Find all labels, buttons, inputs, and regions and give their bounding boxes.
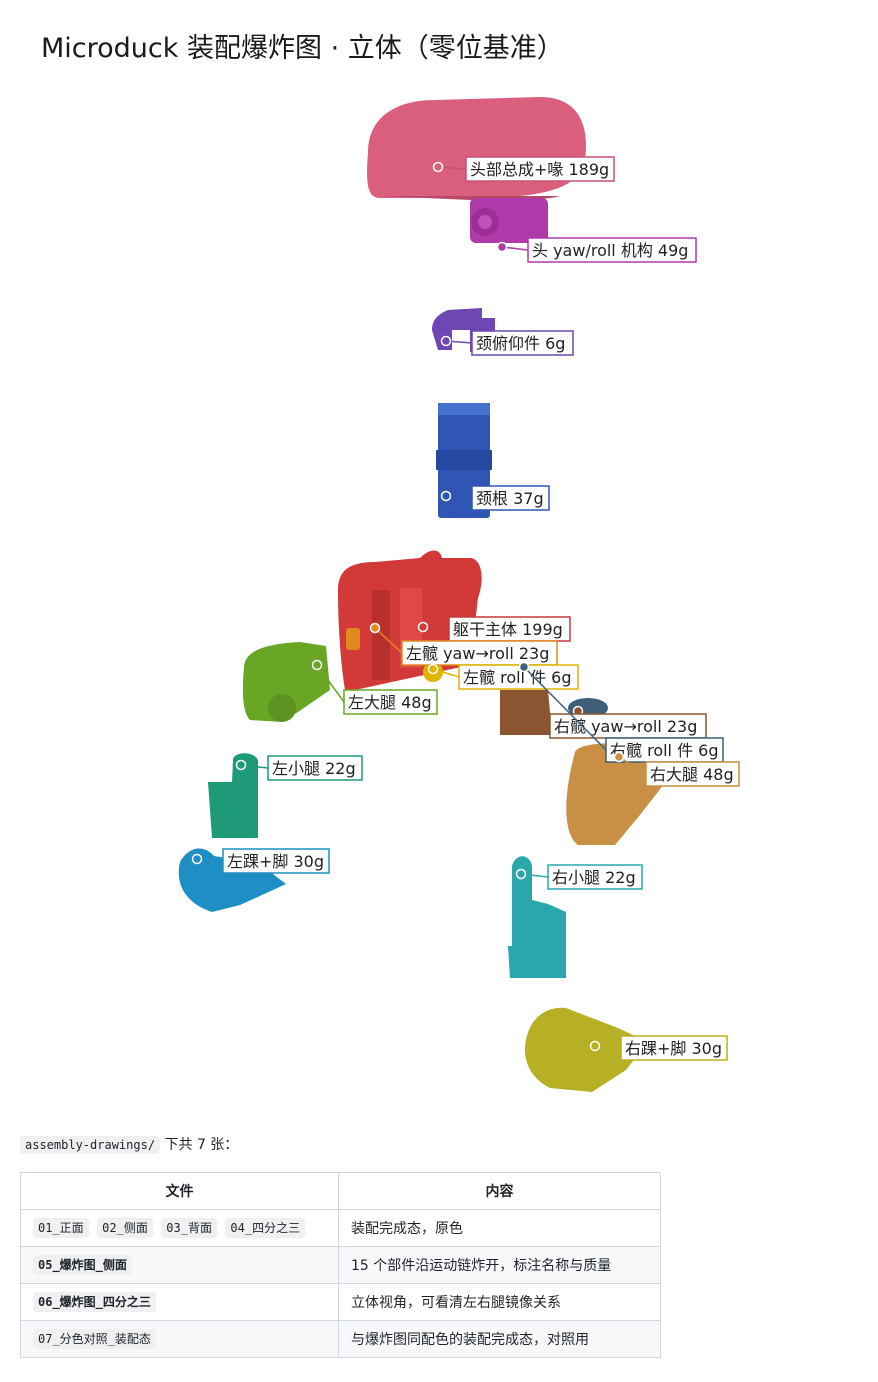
anchor-dot	[311, 659, 323, 671]
leader-line	[316, 664, 345, 703]
anchor-dot	[589, 1040, 601, 1052]
label-box	[222, 848, 330, 874]
leader-line	[523, 666, 607, 751]
part-annotation: 左大腿 48g	[311, 659, 438, 715]
table-cell-content: 与爆炸图同配色的装配完成态，对照用	[338, 1320, 661, 1358]
part-label: 右大腿 48g	[650, 765, 734, 784]
file-code: 05_爆炸图_侧面	[33, 1255, 132, 1275]
label-box	[549, 713, 707, 739]
label-box	[471, 485, 550, 511]
file-code: 02_侧面	[97, 1218, 153, 1238]
part-annotation: 躯干主体 199g	[417, 616, 571, 642]
anchor-dot	[427, 663, 439, 675]
part-annotation: 左髋 roll 件 6g	[427, 663, 579, 690]
label-box	[465, 156, 615, 182]
anchor-dot	[440, 490, 452, 502]
part-label: 颈俯仰件 6g	[476, 334, 565, 353]
anchor-dot	[235, 759, 247, 771]
part-shape-left-thigh	[242, 642, 330, 722]
table-cell-content: 15 个部件沿运动链炸开，标注名称与质量	[338, 1246, 661, 1284]
part-annotation: 右大腿 48g	[613, 751, 740, 787]
intro-text: 下共 7 张：	[164, 1137, 239, 1153]
part-annotation: 颈俯仰件 6g	[440, 330, 574, 356]
table-cell-content: 立体视角，可看清左右腿镜像关系	[338, 1283, 661, 1321]
leader-line	[618, 756, 647, 775]
part-annotation: 右踝+脚 30g	[589, 1035, 728, 1061]
page-title: Microduck 装配爆炸图 · 立体（零位基准）	[41, 33, 564, 64]
label-box	[527, 237, 697, 263]
part-annotation: 左踝+脚 30g	[191, 848, 330, 874]
part-label: 右小腿 22g	[552, 868, 636, 887]
file-code: 07_分色对照_装配态	[33, 1329, 156, 1349]
anchor-dot	[613, 751, 625, 763]
anchor-dot	[515, 868, 527, 880]
part-shape-left-hip-yaw	[346, 628, 360, 650]
label-box	[458, 664, 579, 690]
part-shape-right-foot	[525, 1007, 648, 1092]
anchor-dot	[518, 661, 530, 673]
folder-code: assembly-drawings/	[20, 1136, 161, 1154]
part-label: 颈根 37g	[476, 489, 544, 508]
table-cell-files: 06_爆炸图_四分之三	[20, 1283, 339, 1321]
part-label: 左髋 roll 件 6g	[463, 668, 572, 687]
file-code: 06_爆炸图_四分之三	[33, 1292, 156, 1312]
table-header-row: 文件 内容	[20, 1172, 661, 1210]
exploded-assembly-figure: 头部总成+喙 189g 头 yaw/roll 机构 49g 颈俯仰件 6g 颈根 37…	[178, 97, 740, 1092]
part-annotation: 右髋 roll 件 6g	[518, 661, 724, 763]
table-header-files: 文件	[20, 1172, 339, 1210]
part-label: 头部总成+喙 189g	[470, 160, 609, 179]
label-box	[547, 864, 643, 890]
table-row: 06_爆炸图_四分之三 立体视角，可看清左右腿镜像关系	[20, 1283, 661, 1321]
table-row: 07_分色对照_装配态 与爆炸图同配色的装配完成态，对照用	[20, 1320, 661, 1358]
part-annotation: 左髋 yaw→roll 23g	[369, 622, 558, 666]
table-cell-content: 装配完成态，原色	[338, 1209, 661, 1247]
label-box	[471, 330, 574, 356]
anchor-dot	[417, 621, 429, 633]
label-box	[343, 689, 438, 715]
table-header-content: 内容	[338, 1172, 661, 1210]
part-label: 左髋 yaw→roll 23g	[406, 644, 549, 663]
part-label: 左小腿 22g	[272, 759, 356, 778]
table-row: 01_正面 02_侧面 03_背面 04_四分之三 装配完成态，原色	[20, 1209, 661, 1247]
part-annotation: 头部总成+喙 189g	[432, 156, 615, 182]
table-row: 05_爆炸图_侧面 15 个部件沿运动链炸开，标注名称与质量	[20, 1246, 661, 1284]
part-annotation: 头 yaw/roll 机构 49g	[496, 237, 697, 263]
part-label: 左大腿 48g	[348, 693, 432, 712]
table-cell-files: 01_正面 02_侧面 03_背面 04_四分之三	[20, 1209, 339, 1247]
file-code: 01_正面	[33, 1218, 89, 1238]
label-box	[605, 737, 724, 763]
part-annotation: 右髋 yaw→roll 23g	[549, 705, 707, 739]
part-annotation: 右小腿 22g	[515, 864, 643, 890]
table-cell-files: 07_分色对照_装配态	[20, 1320, 339, 1358]
part-label: 躯干主体 199g	[453, 620, 563, 639]
file-code: 03_背面	[161, 1218, 217, 1238]
anchor-dot	[496, 241, 508, 253]
table-cell-files: 05_爆炸图_侧面	[20, 1246, 339, 1284]
label-box	[267, 755, 363, 781]
label-box	[645, 761, 740, 787]
anchor-dot	[191, 853, 203, 865]
anchor-dot	[432, 161, 444, 173]
anchor-dot	[440, 335, 452, 347]
part-shape-right-hip-yaw	[500, 690, 552, 735]
part-shape-head	[367, 97, 586, 198]
part-shape-left-shin	[208, 753, 258, 838]
leader-line	[374, 627, 403, 654]
part-label: 右髋 yaw→roll 23g	[554, 717, 697, 736]
part-label: 右髋 roll 件 6g	[610, 741, 719, 760]
drawings-table: 文件 内容 01_正面 02_侧面 03_背面 04_四分之三 装配完成态，原色…	[20, 1172, 661, 1358]
part-label: 左踝+脚 30g	[227, 852, 324, 871]
drawings-intro: assembly-drawings/ 下共 7 张：	[20, 1134, 238, 1154]
file-code: 04_四分之三	[225, 1218, 306, 1238]
part-label: 右踝+脚 30g	[625, 1039, 722, 1058]
anchor-dot	[369, 622, 381, 634]
part-annotation: 左小腿 22g	[235, 755, 363, 781]
part-label: 头 yaw/roll 机构 49g	[532, 241, 688, 260]
part-shape-right-shin	[508, 856, 566, 978]
label-box	[620, 1035, 728, 1061]
part-annotation: 颈根 37g	[440, 485, 550, 511]
